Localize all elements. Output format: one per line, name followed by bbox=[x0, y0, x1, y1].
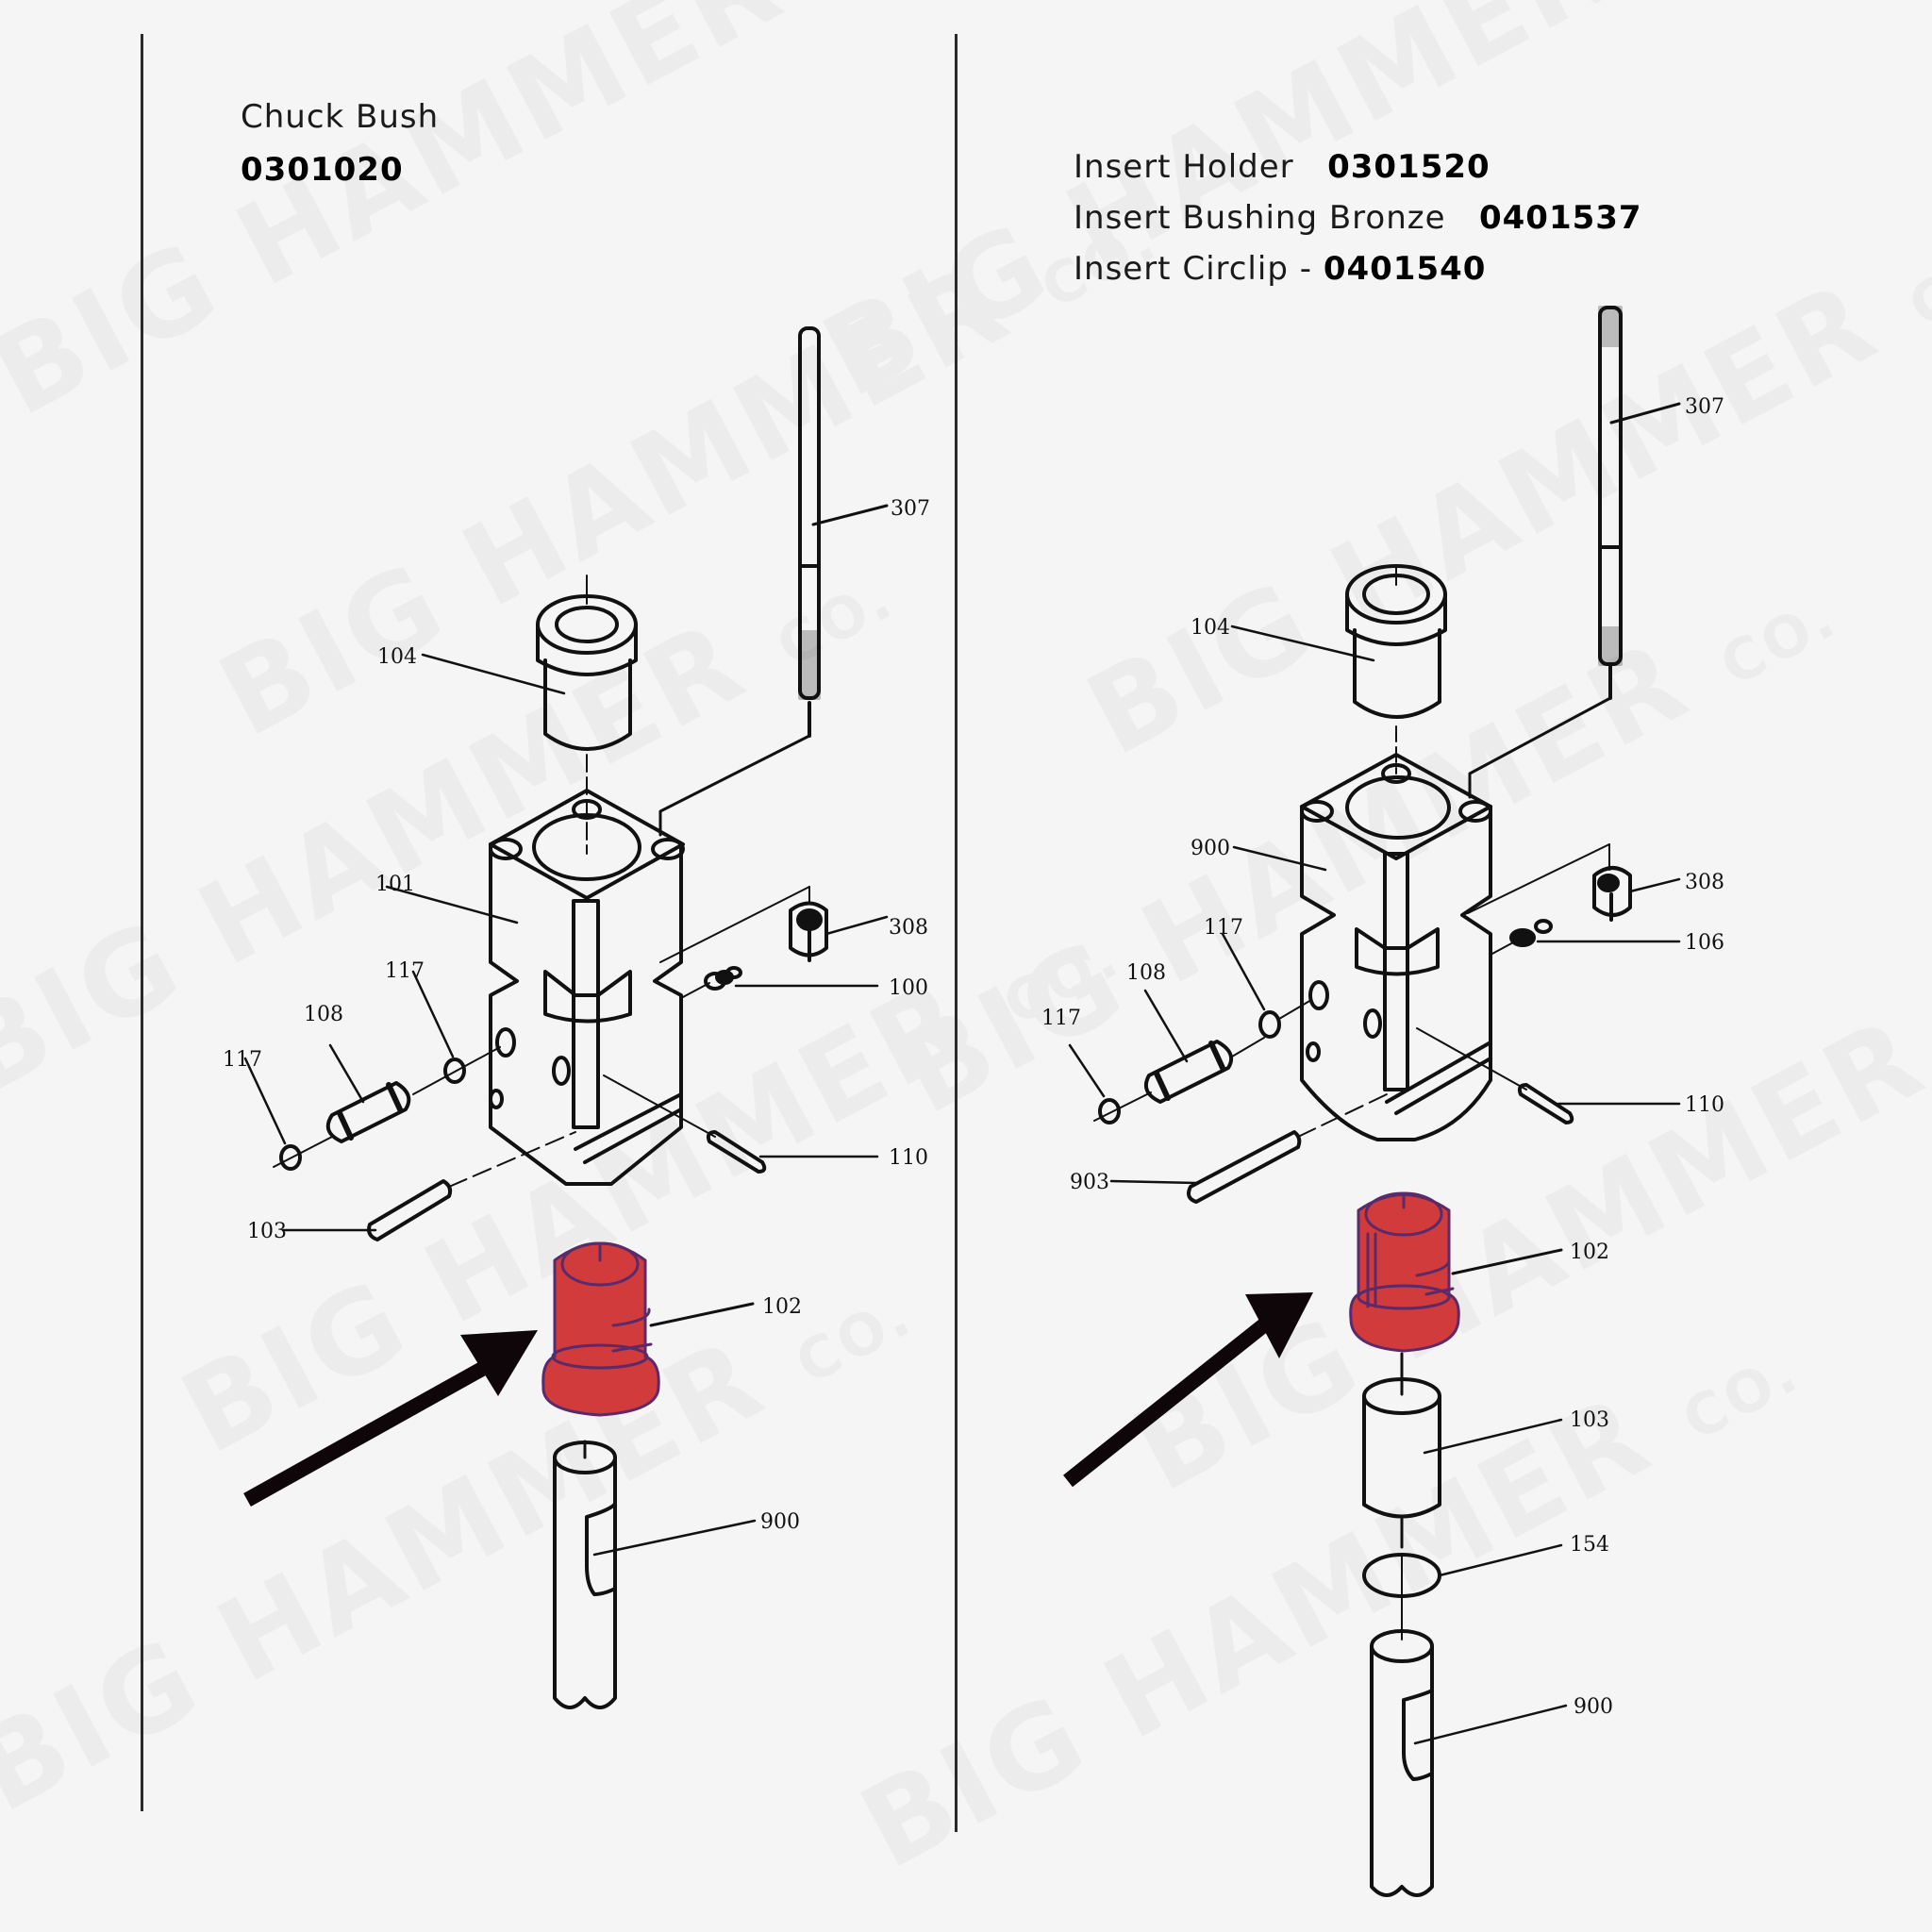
callout-307-right: 307 bbox=[1685, 395, 1724, 419]
part-900-body-right bbox=[1232, 753, 1492, 1141]
part-117-ring-lower bbox=[243, 1057, 333, 1171]
insert-circlip-row: Insert Circlip - 0401540 bbox=[1074, 250, 1487, 288]
part-103-rod bbox=[281, 1131, 576, 1241]
callout-117-upper: 117 bbox=[385, 959, 425, 983]
callout-106-right: 106 bbox=[1685, 931, 1724, 955]
part-117-ring-upper bbox=[411, 970, 466, 1084]
left-divider bbox=[141, 34, 143, 1811]
part-101-body bbox=[385, 789, 685, 1186]
callout-102-right: 102 bbox=[1570, 1241, 1609, 1264]
part-102-chuck-bush-highlight bbox=[541, 1241, 755, 1417]
callout-103: 103 bbox=[247, 1220, 287, 1243]
part-308-nut bbox=[659, 886, 889, 963]
callout-117-lower-right: 117 bbox=[1041, 1007, 1081, 1030]
callout-117-upper-right: 117 bbox=[1204, 916, 1243, 940]
part-900-shaft bbox=[553, 1440, 757, 1709]
part-110-pin-right bbox=[1416, 1027, 1681, 1124]
callout-308-right: 308 bbox=[1685, 871, 1724, 894]
part-100-screw bbox=[680, 966, 879, 999]
part-102-insert-bushing-highlight bbox=[1349, 1191, 1563, 1353]
part-307-rod bbox=[658, 326, 889, 837]
part-307-rod-right bbox=[1468, 306, 1681, 799]
part-108-pin bbox=[325, 1043, 501, 1143]
callout-308: 308 bbox=[889, 916, 928, 940]
callout-104: 104 bbox=[377, 645, 417, 669]
callout-110-right: 110 bbox=[1685, 1093, 1724, 1117]
callout-900: 900 bbox=[760, 1510, 800, 1534]
part-154-circlip-right bbox=[1362, 1543, 1563, 1641]
callout-900-body-right: 900 bbox=[1191, 837, 1230, 860]
part-117-ring-upper-right bbox=[1221, 932, 1312, 1039]
callout-154-right: 154 bbox=[1570, 1533, 1609, 1557]
part-903-rod-right bbox=[1109, 1093, 1388, 1204]
callout-903-right: 903 bbox=[1070, 1171, 1109, 1194]
callout-110: 110 bbox=[889, 1146, 928, 1170]
callout-117-lower: 117 bbox=[223, 1048, 262, 1072]
callout-104-right: 104 bbox=[1191, 616, 1230, 640]
part-308-nut-right bbox=[1467, 843, 1681, 922]
callout-101: 101 bbox=[375, 873, 415, 896]
callout-108: 108 bbox=[304, 1003, 343, 1026]
callout-103-right: 103 bbox=[1570, 1408, 1609, 1432]
part-103-bushing-right bbox=[1362, 1352, 1563, 1549]
left-panel-header: Chuck Bush 0301020 bbox=[241, 91, 439, 196]
callout-307: 307 bbox=[891, 497, 930, 521]
part-106-screw-right bbox=[1490, 919, 1681, 956]
part-104-bushing bbox=[421, 575, 638, 855]
part-104-bushing-right bbox=[1230, 564, 1447, 774]
part-110-pin bbox=[603, 1074, 879, 1174]
center-divider bbox=[955, 34, 958, 1832]
callout-100: 100 bbox=[889, 976, 928, 1000]
callout-900-shaft-right: 900 bbox=[1574, 1695, 1613, 1719]
part-900-shaft-right bbox=[1370, 1629, 1568, 1897]
chuck-bush-part-number: 0301020 bbox=[241, 151, 404, 189]
insert-bushing-row: Insert Bushing Bronze 0401537 bbox=[1074, 199, 1642, 237]
left-pointer-arrow bbox=[243, 1330, 538, 1507]
right-diagram: 307 104 900 308 106 117 108 117 110 903 … bbox=[1041, 306, 1724, 1897]
insert-holder-row: Insert Holder 0301520 bbox=[1074, 148, 1491, 186]
callout-102: 102 bbox=[762, 1295, 802, 1319]
part-108-pin-right bbox=[1143, 989, 1265, 1104]
part-117-ring-lower-right bbox=[1068, 1043, 1152, 1124]
callout-108-right: 108 bbox=[1126, 961, 1166, 985]
right-pointer-arrow bbox=[1063, 1292, 1313, 1488]
left-diagram: 307 104 101 308 100 117 108 117 110 103 … bbox=[223, 326, 930, 1709]
chuck-bush-label: Chuck Bush bbox=[241, 98, 440, 136]
right-panel-header: Insert Holder 0301520 Insert Bushing Bro… bbox=[1074, 142, 1642, 294]
